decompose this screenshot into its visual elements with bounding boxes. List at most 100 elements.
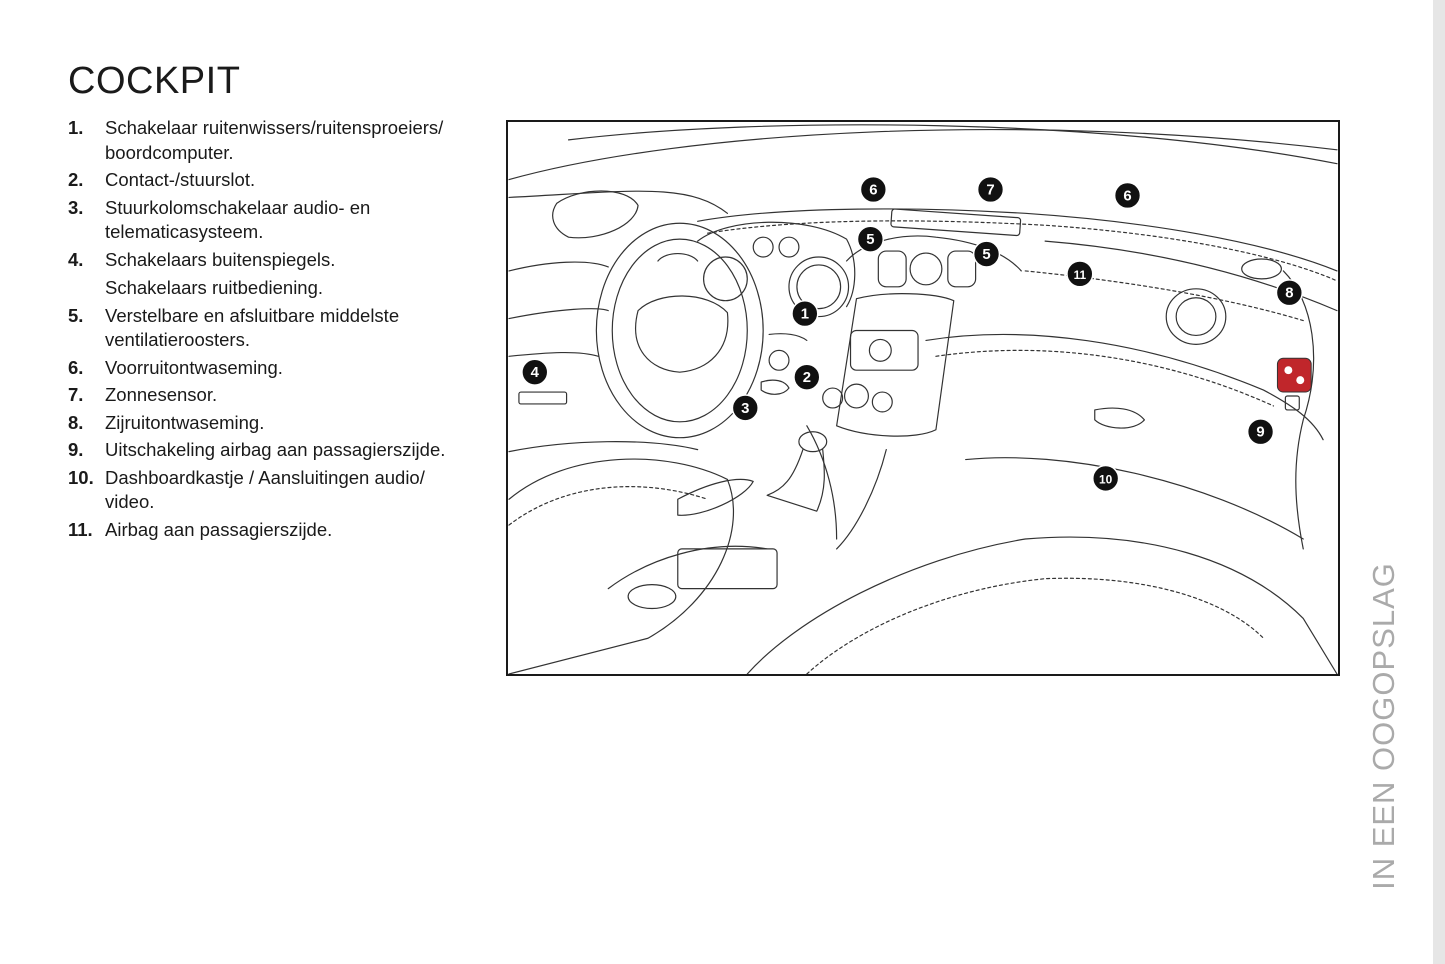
handbrake [677, 478, 754, 516]
callout-badge-3: 3 [731, 394, 759, 422]
callout-circle [1246, 418, 1275, 446]
legend-item-6: 6. Voorruitontwaseming. [68, 356, 468, 381]
tachometer [702, 256, 748, 302]
centre-console-panel [836, 293, 955, 437]
passenger-seat [746, 536, 1338, 674]
callout-number: 10 [1099, 472, 1113, 486]
callout-badge-6: 6 [859, 175, 888, 204]
tunnel-left [806, 425, 838, 540]
callout-number: 3 [741, 401, 749, 417]
legend-text: Zijruitontwaseming. [105, 411, 265, 433]
steering-wheel-hub [635, 295, 729, 373]
centre-vent-right [947, 250, 977, 288]
airbag-key-switch [1284, 395, 1300, 411]
legend-text: Verstelbare en afsluitbare middelste [105, 304, 400, 326]
steering-wheel-top-spoke [657, 252, 699, 262]
callout-circle [976, 175, 1005, 204]
callout-badge-6: 6 [1113, 181, 1142, 210]
wiper-stalk [768, 333, 808, 342]
instrument-binnacle [697, 221, 856, 308]
callout-circle [521, 358, 549, 386]
legend-text: Dashboardkastje / Aansluitingen audio/ [105, 466, 425, 488]
legend-number: 2. [68, 169, 84, 190]
legend-text: Stuurkolomschakelaar audio- en [105, 196, 371, 218]
side-vent-inner [1175, 297, 1217, 337]
door-trim-line [508, 308, 609, 320]
callout-number: 5 [982, 247, 990, 263]
ignition-switch [768, 349, 790, 371]
callout-badge-5: 5 [972, 240, 1001, 268]
door-lower-line [508, 441, 699, 453]
callout-badge-4: 4 [521, 358, 549, 386]
callout-number: 6 [869, 182, 877, 198]
gear-knob [798, 431, 828, 453]
dashboard-top [697, 208, 1338, 272]
door-armrest-line [508, 351, 599, 357]
window-switch-panel [518, 391, 568, 405]
callout-number: 6 [1123, 188, 1131, 204]
control-dot [1296, 376, 1305, 385]
glovebox-handle [1094, 407, 1145, 429]
gear-boot [766, 449, 825, 512]
tunnel-right [836, 449, 887, 550]
callout-badge-7: 7 [976, 175, 1005, 204]
callout-circle [856, 225, 885, 253]
dashboard-stitching [706, 220, 1338, 282]
callout-badge-10: 10 [1092, 464, 1120, 493]
callout-circle [793, 363, 821, 391]
legend-item-4: 4. Schakelaars buitenspiegels. Schakelaa… [68, 248, 468, 301]
callout-circle [1092, 464, 1120, 493]
section-tab: IN EEN OOGOPSLAG [1364, 548, 1404, 904]
control-dot [1284, 366, 1293, 375]
callout-number: 4 [531, 365, 540, 381]
callout-badge-9: 9 [1246, 418, 1275, 446]
callout-number: 5 [866, 232, 874, 248]
passenger-seat-stitching [806, 577, 1265, 674]
legend-item-10: 10. Dashboardkastje / Aansluitingen audi… [68, 466, 468, 515]
glovebox-stitching [935, 349, 1275, 407]
legend-number: 9. [68, 439, 84, 460]
small-gauge [778, 236, 800, 258]
legend-number: 4. [68, 248, 84, 270]
legend-text: Schakelaar ruitenwissers/ruitensproeiers… [105, 117, 444, 138]
legend-item-11: 11. Airbag aan passagierszijde. [68, 518, 468, 543]
legend-number: 1. [68, 117, 84, 138]
windscreen-top-line [508, 128, 1338, 181]
climate-knob-centre [843, 383, 869, 409]
legend-number: 8. [68, 411, 84, 433]
callout-number: 9 [1256, 425, 1264, 441]
door-pillar-right [1282, 270, 1315, 550]
legend-text: Schakelaars buitenspiegels. [105, 248, 336, 270]
side-vent [1165, 288, 1227, 345]
legend-list: 1. Schakelaar ruitenwissers/ruitensproei… [68, 116, 468, 545]
legend-text: boordcomputer. [105, 141, 234, 163]
legend-text: Airbag aan passagierszijde. [105, 518, 333, 540]
climate-knob-right [871, 391, 893, 413]
callout-circle [731, 394, 759, 422]
legend-item-1: 1. Schakelaar ruitenwissers/ruitensproei… [68, 116, 468, 165]
steering-wheel-inner [611, 238, 748, 423]
callout-badge-5: 5 [856, 225, 885, 253]
centre-vent-left [877, 250, 907, 288]
speedometer-inner [796, 264, 842, 310]
callout-number: 2 [803, 370, 811, 386]
callout-number: 8 [1285, 286, 1293, 302]
display-screen [890, 208, 1022, 237]
callout-badge-2: 2 [793, 363, 821, 391]
callout-badge-1: 1 [791, 299, 819, 328]
audio-stalk [760, 379, 790, 395]
legend-text: Voorruitontwaseming. [105, 356, 283, 378]
climate-knob-left [822, 387, 844, 409]
clock [909, 252, 943, 286]
legend-text: ventilatieroosters. [105, 329, 250, 350]
door-line [508, 261, 609, 272]
legend-text: Zonnesensor. [105, 384, 218, 405]
page-title: COCKPIT [68, 60, 241, 102]
legend-number: 6. [68, 356, 84, 378]
centre-console-lower [607, 545, 768, 590]
steering-wheel-rim [595, 222, 764, 439]
airbag-seam [1024, 270, 1304, 322]
interior-mirror [552, 190, 639, 239]
legend-text: Schakelaars ruitbediening. [105, 277, 324, 298]
